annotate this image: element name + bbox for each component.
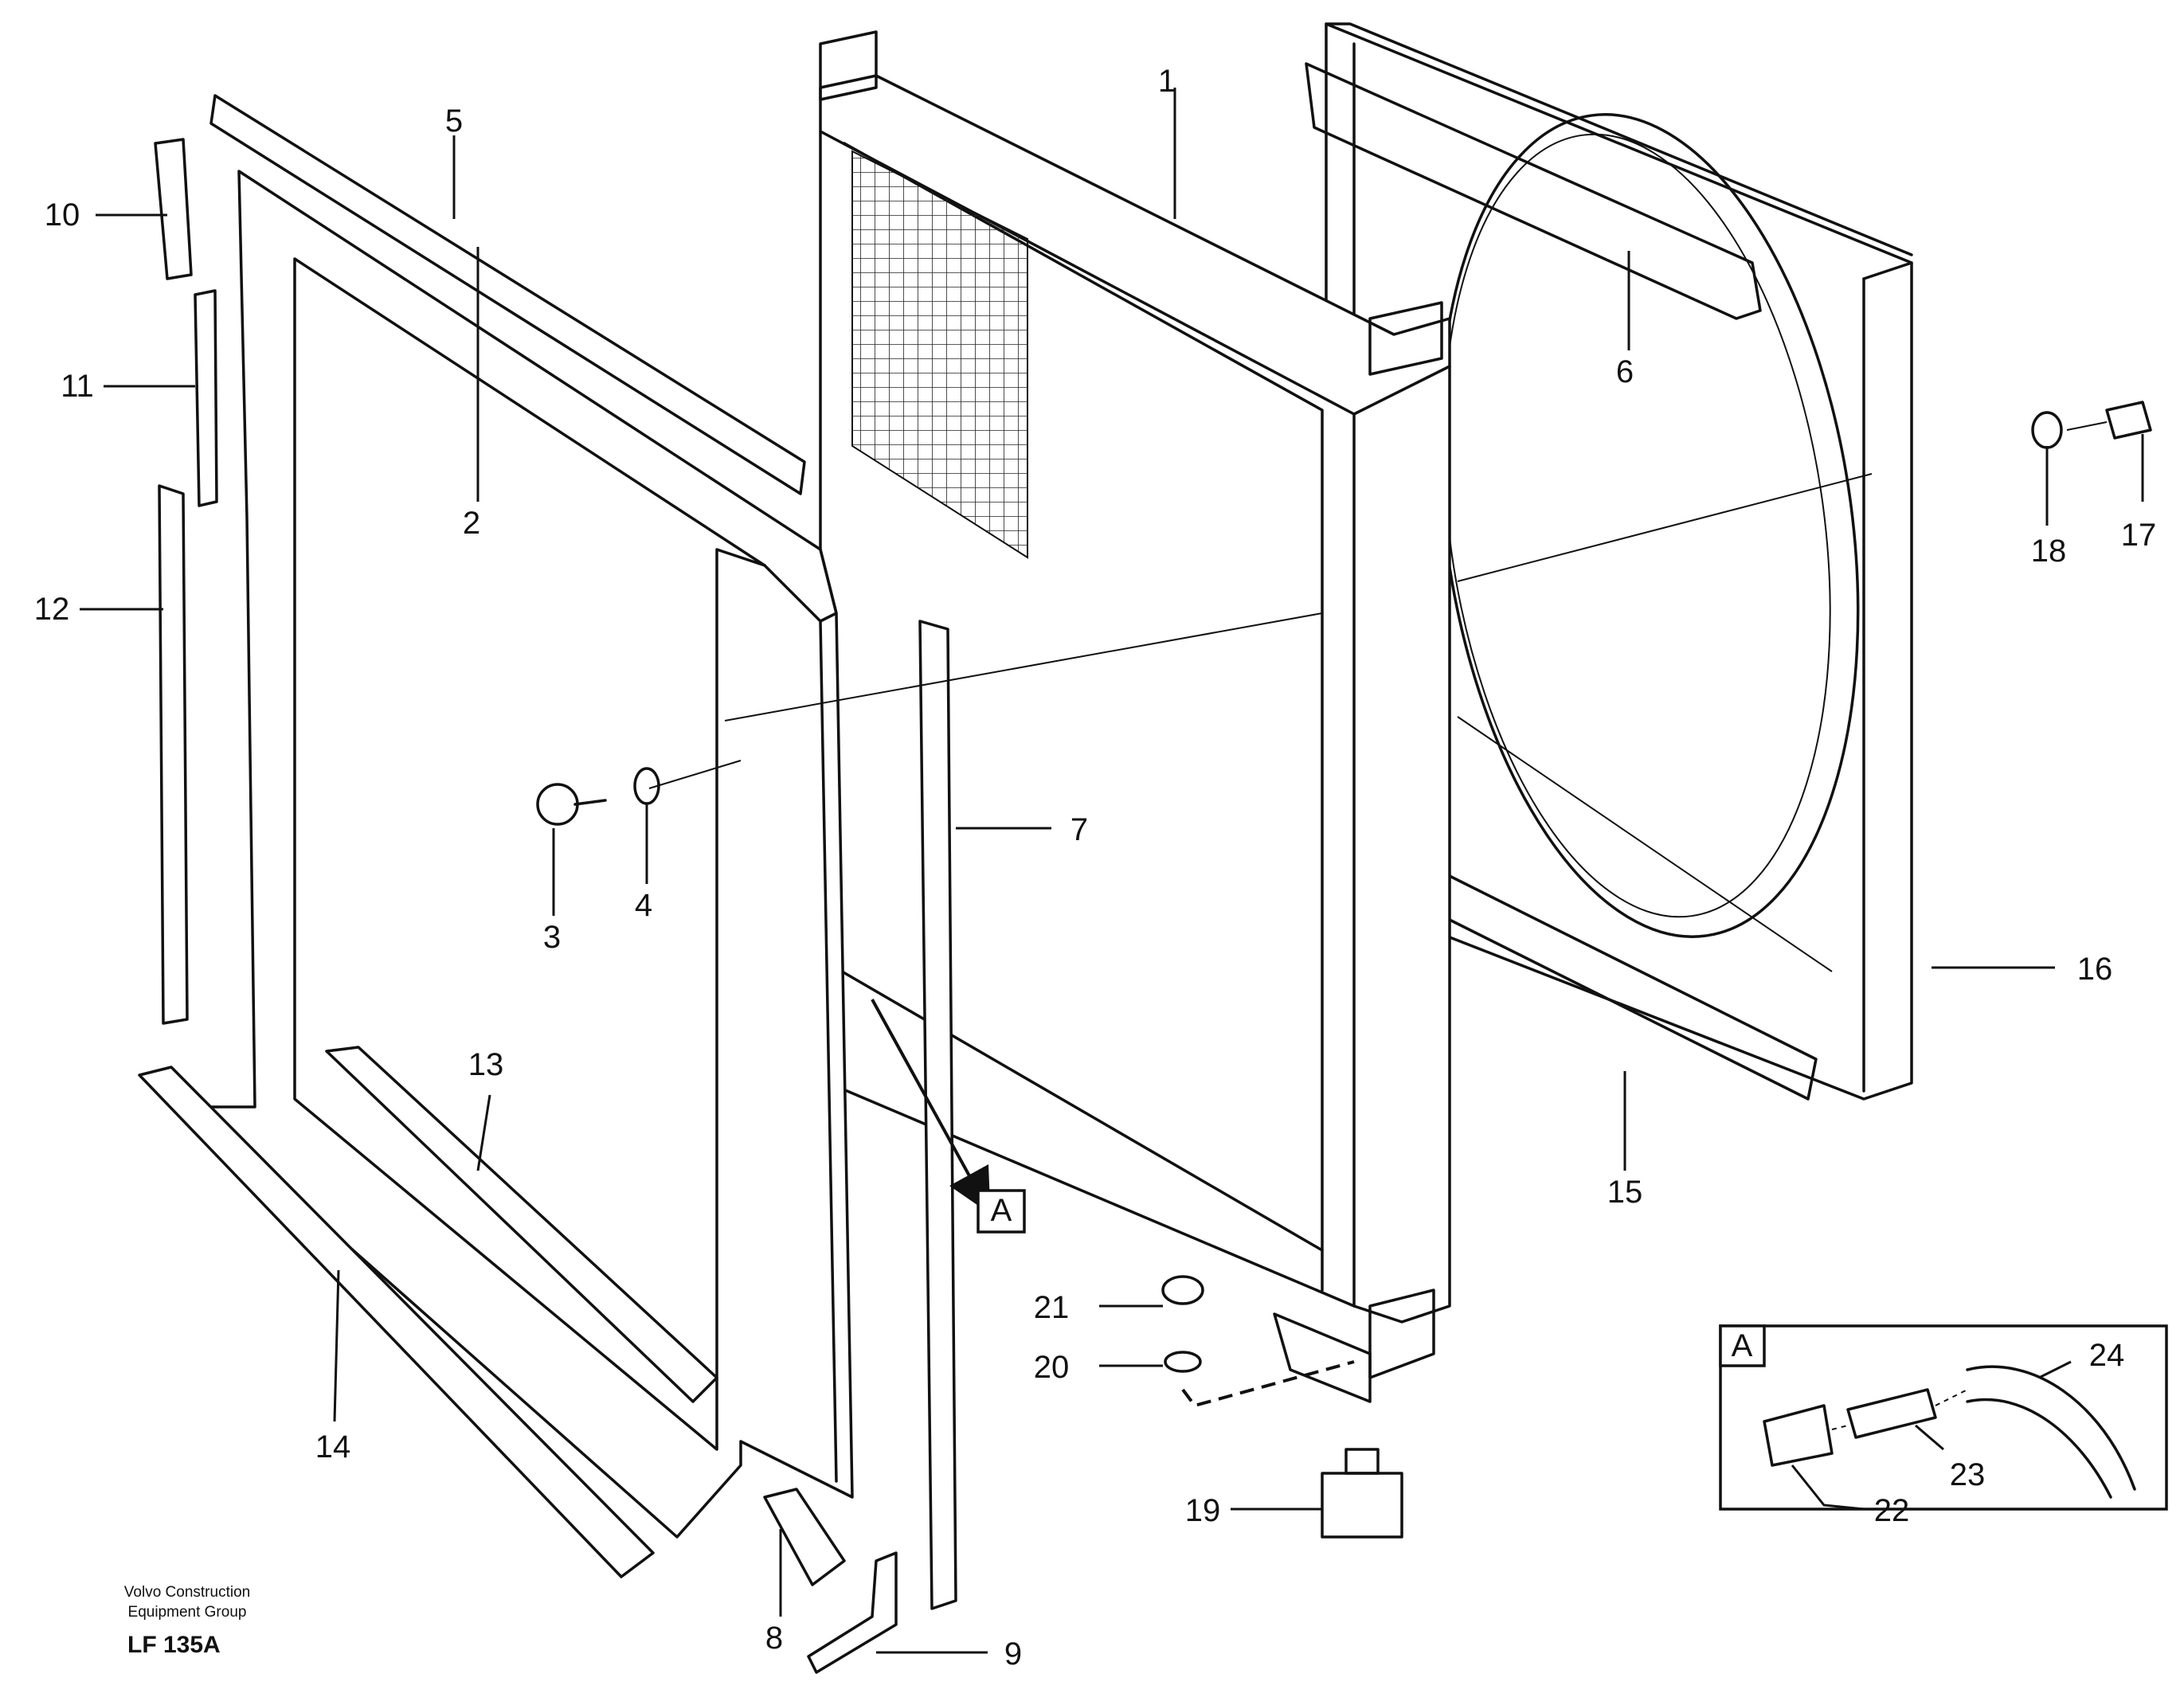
seal-strip-8 xyxy=(763,1488,846,1586)
seal-strip-10 xyxy=(154,138,193,280)
footer: Volvo Construction Equipment Group LF 13… xyxy=(124,1584,250,1658)
publisher-line-2: Equipment Group xyxy=(128,1604,247,1621)
bolt-17 xyxy=(2105,401,2152,440)
callout-24: 24 xyxy=(2089,1338,2125,1373)
callout-4: 4 xyxy=(635,888,652,923)
callout-14: 14 xyxy=(315,1429,351,1465)
seal-strip-14 xyxy=(138,1066,655,1578)
detail-inset-a: A xyxy=(1719,1324,2168,1511)
callout-1: 1 xyxy=(1158,64,1176,99)
bolt-3 xyxy=(536,783,579,826)
fasteners xyxy=(536,401,2152,1539)
seal-strips xyxy=(138,94,957,1674)
seal-strip-5 xyxy=(209,94,806,495)
fan-shroud xyxy=(1305,22,1913,1101)
callout-3: 3 xyxy=(543,920,561,955)
coupling-23 xyxy=(1846,1388,1937,1439)
front-frame xyxy=(190,170,854,1539)
seal-strip-11 xyxy=(194,289,218,507)
seal-strip-13 xyxy=(325,1046,718,1403)
callout-21: 21 xyxy=(1034,1290,1070,1325)
callout-labels: 1 2 3 4 5 6 7 8 9 10 11 12 13 14 15 16 1… xyxy=(34,64,2157,1672)
callout-19: 19 xyxy=(1185,1493,1221,1528)
publisher-line-1: Volvo Construction xyxy=(124,1584,250,1601)
callout-23: 23 xyxy=(1950,1457,1986,1492)
callout-2: 2 xyxy=(463,506,480,541)
fitting-22 xyxy=(1763,1404,1834,1467)
callout-leaders xyxy=(80,88,2144,1654)
seal-strip-7 xyxy=(918,620,957,1610)
callout-7: 7 xyxy=(1070,812,1088,847)
callout-20: 20 xyxy=(1034,1350,1070,1385)
drawing-code: LF 135A xyxy=(127,1632,221,1658)
detail-marker-a: A xyxy=(977,1189,1026,1234)
callout-13: 13 xyxy=(468,1047,504,1082)
callout-11: 11 xyxy=(61,369,94,404)
callout-6: 6 xyxy=(1616,354,1634,389)
callout-8: 8 xyxy=(765,1621,783,1656)
callout-15: 15 xyxy=(1607,1175,1643,1210)
callout-16: 16 xyxy=(2077,952,2113,987)
callout-22: 22 xyxy=(1874,1493,1910,1528)
callout-5: 5 xyxy=(445,104,463,139)
callout-18: 18 xyxy=(2031,534,2067,569)
callout-9: 9 xyxy=(1004,1637,1022,1672)
washer-20 xyxy=(1164,1351,1202,1373)
rubber-mount-19 xyxy=(1321,1472,1403,1539)
callout-17: 17 xyxy=(2121,518,2157,553)
radiator xyxy=(819,30,1451,1403)
callout-12: 12 xyxy=(34,592,70,627)
washer-18 xyxy=(2031,411,2063,449)
seal-strip-9 xyxy=(807,1551,898,1674)
svg-text:A: A xyxy=(1732,1328,1753,1363)
svg-text:A: A xyxy=(991,1193,1012,1228)
callout-10: 10 xyxy=(45,197,80,233)
nut-21 xyxy=(1161,1275,1204,1305)
seal-strip-12 xyxy=(158,484,189,1025)
